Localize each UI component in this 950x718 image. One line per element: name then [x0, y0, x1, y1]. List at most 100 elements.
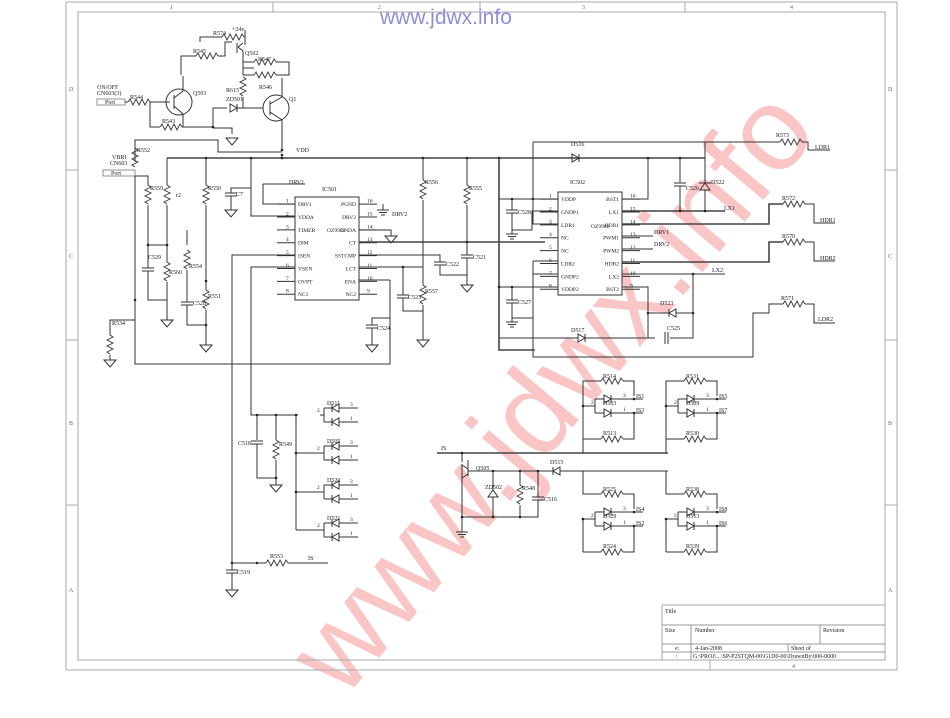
d522-label: D522 [711, 180, 724, 186]
vbri-label: VBRI [112, 155, 126, 161]
hdr1-label: HDR1 [820, 218, 836, 224]
r560-label: R560 [169, 270, 182, 276]
ic501-pin-name: CT [349, 241, 357, 247]
size-label: Size [665, 628, 676, 634]
zone-col-4: 4 [790, 5, 793, 11]
ic502-pin-name: PWM1 [603, 236, 619, 242]
sheet-label: Sheet of [791, 645, 811, 652]
port-connector-vbri [102, 169, 136, 177]
c528b-label: C528 [193, 301, 206, 307]
junction-dot [715, 524, 719, 528]
r549-label: R549 [279, 442, 292, 448]
r547-label: R547 [258, 57, 271, 63]
zone-row-a-left: A [69, 588, 74, 594]
ic502-pin-name: NC [561, 236, 569, 242]
ic501-pin-name: LCT [346, 266, 357, 272]
ic501-pin-number: 7 [286, 276, 289, 282]
c516-label: C516 [544, 497, 557, 503]
diode-wires [320, 407, 358, 423]
ic502-left-net: C528 C527 D516 D517 [497, 141, 753, 358]
junction-dot [632, 397, 636, 401]
pin-number: 2 [317, 485, 320, 491]
pin-number: 3 [706, 393, 709, 399]
junction-dot [715, 411, 719, 415]
c518-label: C518 [238, 441, 251, 447]
ic501-pin-number: 11 [367, 263, 373, 269]
r573-label: R573 [776, 133, 789, 139]
ic501-pin-name: ENA [345, 279, 356, 285]
ic501-pin-number: 3 [286, 224, 289, 230]
diode-wires [320, 484, 358, 500]
pin-number: 1 [623, 520, 626, 526]
ic501-pin-number: 8 [286, 289, 289, 295]
ic501-pin-number: 9 [367, 289, 370, 295]
diode-ref: D520 [327, 478, 340, 484]
ic501-pin-name: VDDA [298, 215, 314, 221]
zone-row-d-left: D [69, 87, 74, 93]
c7-label: C7 [236, 192, 243, 198]
is-group-wires [665, 471, 726, 553]
r615-label: R615 [226, 88, 239, 94]
ic502-pin-name: GNDP2 [561, 274, 579, 280]
ic501-net-drv1: DRV1 [289, 180, 304, 186]
resistor-bottom-ref: R530 [686, 431, 699, 437]
r2-label: r2 [176, 193, 181, 199]
junction-dot [715, 510, 719, 514]
diode-icon [603, 408, 612, 418]
ic501-pin-number: 14 [367, 224, 373, 230]
pin-number: 3 [350, 402, 353, 408]
watermark-top: www.jdwx.info [380, 6, 512, 29]
left-analog-section: R559 r2 R560 C529 R550 R551 C7 R554 C528 [103, 158, 391, 368]
is-output-b: IS7 [719, 408, 727, 414]
r572-label: R572 [782, 196, 795, 202]
r570-label: R570 [782, 234, 795, 240]
pin-number: 1 [350, 493, 353, 499]
r543-label: R543 [162, 119, 175, 125]
junction-dot [664, 517, 668, 521]
is-group-wires [582, 380, 643, 453]
junction-dot [664, 404, 668, 408]
ic502-pin-name: LX1 [609, 210, 619, 216]
pin-number: 1 [350, 416, 353, 422]
ic502-pin-name: NC [561, 249, 569, 255]
ic501-pin-name: OVPT [298, 279, 313, 285]
r534-label: R534 [112, 321, 125, 327]
junction-dot [581, 517, 585, 521]
ic502-pin-number: 12 [630, 245, 636, 251]
is-label-right: IS [441, 446, 446, 452]
junction-dot [715, 397, 719, 401]
diode-ref: D511 [327, 401, 340, 407]
ic502-pin-number: 5 [549, 245, 552, 251]
pin-number: 3 [623, 393, 626, 399]
ic501: IC501 OZ9939 DRV1 DRV2 1DRV12VDDA3TIMER4… [262, 180, 407, 301]
ic501-pin-number: 16 [367, 199, 373, 205]
size-value: e: [675, 646, 680, 652]
ic501-pin-name: NC2 [346, 292, 357, 298]
ic502-pin-name: LDR1 [561, 223, 575, 229]
is-section: IS Q505 D515 ZD502 R548 C516 R514R513D50… [437, 374, 727, 556]
junction-dot [632, 510, 636, 514]
lx1-label: LX1 [724, 206, 735, 212]
power-switch-section: +24v R574 R545 Q502 R547 R546 ON/OFF CN6… [96, 27, 310, 177]
pin-number: 2 [317, 523, 320, 529]
ic501-right-net: C522 C523 C524 R556 R557 R555 C521 [359, 158, 545, 353]
zone-col-2: 2 [378, 5, 381, 11]
ic502-pin-name: VDDP2 [561, 287, 579, 293]
diode-icon [603, 521, 612, 531]
zone-row-b-right: B [888, 421, 892, 427]
junction-dot [632, 411, 636, 415]
diode-wires [320, 522, 358, 538]
resistor-top-ref: R525 [603, 487, 616, 493]
diode-ref: D529 [603, 514, 616, 520]
resistor-bottom-ref: R524 [603, 544, 616, 550]
d515-label: D515 [550, 460, 563, 466]
c521-label: C521 [473, 255, 486, 261]
pin-number: 1 [350, 454, 353, 460]
diode-ref: D505 [327, 439, 340, 445]
zd501-label: ZD501 [226, 97, 243, 103]
